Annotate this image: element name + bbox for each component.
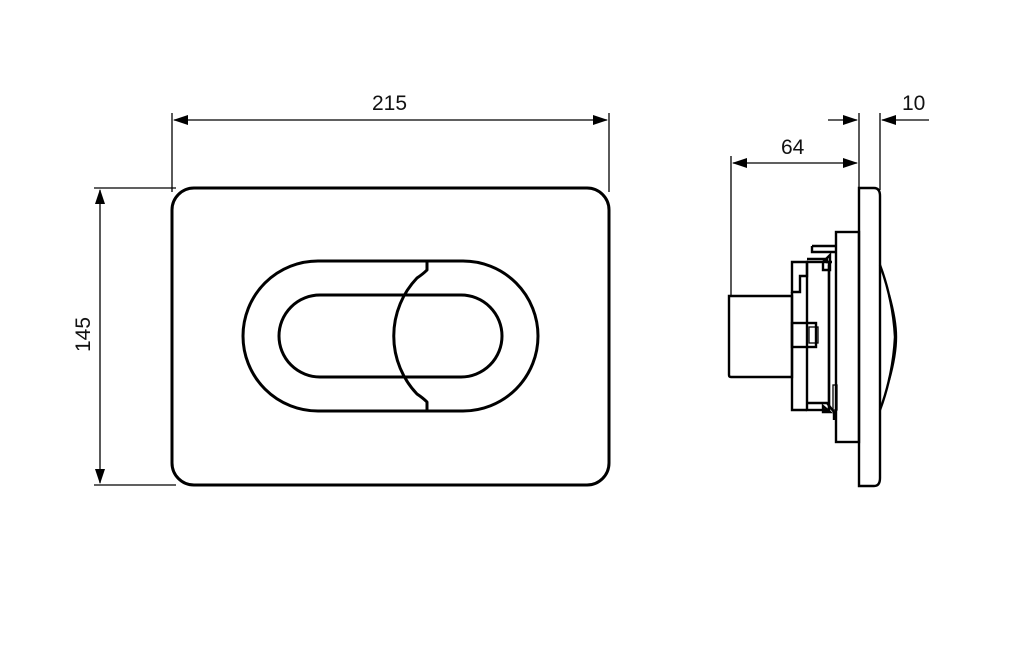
dimension-width bbox=[171, 113, 610, 192]
inner-oval-button bbox=[277, 293, 504, 379]
dimension-label-thickness: 10 bbox=[902, 92, 926, 115]
actuator bbox=[727, 294, 794, 379]
side-plate bbox=[857, 186, 882, 488]
dual-flush-divider bbox=[392, 261, 429, 411]
outer-oval-button bbox=[241, 259, 540, 413]
dimension-label-height: 145 bbox=[72, 316, 96, 353]
dimension-depth bbox=[730, 113, 860, 297]
side-view bbox=[727, 186, 898, 488]
dimension-thickness bbox=[828, 113, 929, 190]
plate-outline bbox=[170, 186, 611, 487]
front-view bbox=[170, 186, 611, 487]
dimension-height bbox=[94, 187, 176, 486]
mounting-frame bbox=[834, 230, 861, 444]
button-dome bbox=[878, 264, 897, 411]
dimension-label-width: 215 bbox=[372, 92, 408, 115]
dimension-label-depth: 64 bbox=[781, 136, 805, 159]
